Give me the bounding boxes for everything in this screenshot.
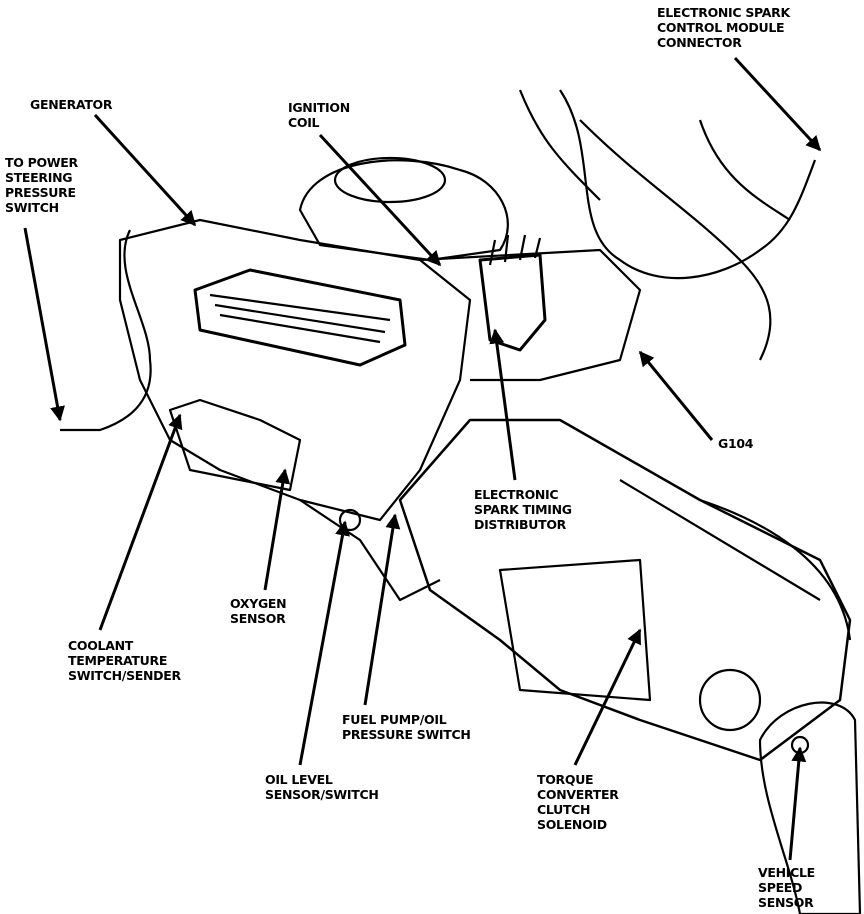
label-line: OIL LEVEL (265, 772, 333, 787)
label-line: TEMPERATURE (68, 653, 168, 668)
arrow-esc-connector (733, 56, 822, 152)
label-line: IGNITION (288, 100, 350, 115)
label-line: CONNECTOR (657, 35, 742, 50)
arrow-oil-level (298, 520, 350, 766)
label-line: TORQUE (537, 772, 594, 787)
label-line: SOLENOID (537, 817, 607, 832)
engine-drawing (60, 89, 862, 914)
label-tcc-solenoid: TORQUE CONVERTER CLUTCH SOLENOID (537, 772, 619, 832)
label-oxygen-sensor: OXYGEN SENSOR (230, 596, 287, 626)
label-line: STEERING (5, 170, 73, 185)
label-line: SPEED (758, 880, 803, 895)
label-line: PRESSURE (5, 185, 76, 200)
label-line: COIL (288, 115, 320, 130)
label-line: OXYGEN (230, 596, 287, 611)
leader-arrows (23, 56, 822, 861)
arrow-vss (788, 746, 807, 861)
arrow-ignition-coil (318, 133, 442, 267)
label-g104: G104 (718, 436, 753, 451)
label-line: ELECTRONIC (474, 487, 559, 502)
label-oil-level: OIL LEVEL SENSOR/SWITCH (265, 772, 379, 802)
label-line: CONVERTER (537, 787, 619, 802)
label-distributor: ELECTRONIC SPARK TIMING DISTRIBUTOR (474, 487, 572, 532)
arrow-coolant (98, 413, 183, 631)
label-line: COOLANT (68, 638, 133, 653)
label-line: VEHICLE (758, 865, 815, 880)
label-line: DISTRIBUTOR (474, 517, 566, 532)
label-coolant: COOLANT TEMPERATURE SWITCH/SENDER (68, 638, 181, 683)
label-vss: VEHICLE SPEED SENSOR (758, 865, 815, 910)
label-line: FUEL PUMP/OIL (342, 712, 447, 727)
arrow-power-steering (23, 227, 65, 422)
label-line: SENSOR (230, 611, 286, 626)
label-line: CLUTCH (537, 802, 591, 817)
arrow-distributor (489, 328, 517, 481)
label-line: CONTROL MODULE (657, 20, 785, 35)
label-line: SWITCH (5, 200, 59, 215)
label-power-steering: TO POWER STEERING PRESSURE SWITCH (5, 155, 78, 215)
arrow-tcc-solenoid (573, 628, 642, 766)
label-line: SPARK TIMING (474, 502, 572, 517)
arrow-fuel-pump (363, 513, 401, 706)
label-line: SENSOR (758, 895, 814, 910)
arrow-generator (93, 113, 197, 227)
label-line: TO POWER (5, 155, 78, 170)
label-line: G104 (718, 436, 754, 451)
arrow-g104 (638, 350, 714, 441)
label-line: GENERATOR (30, 97, 113, 112)
label-line: SENSOR/SWITCH (265, 787, 379, 802)
label-ignition-coil: IGNITION COIL (288, 100, 350, 130)
label-esc-connector: ELECTRONIC SPARK CONTROL MODULE CONNECTO… (657, 5, 790, 50)
label-fuel-pump: FUEL PUMP/OIL PRESSURE SWITCH (342, 712, 471, 742)
label-generator: GENERATOR (30, 97, 113, 112)
label-line: PRESSURE SWITCH (342, 727, 471, 742)
label-line: SWITCH/SENDER (68, 668, 181, 683)
arrow-oxygen-sensor (263, 468, 291, 591)
label-line: ELECTRONIC SPARK (657, 5, 790, 20)
